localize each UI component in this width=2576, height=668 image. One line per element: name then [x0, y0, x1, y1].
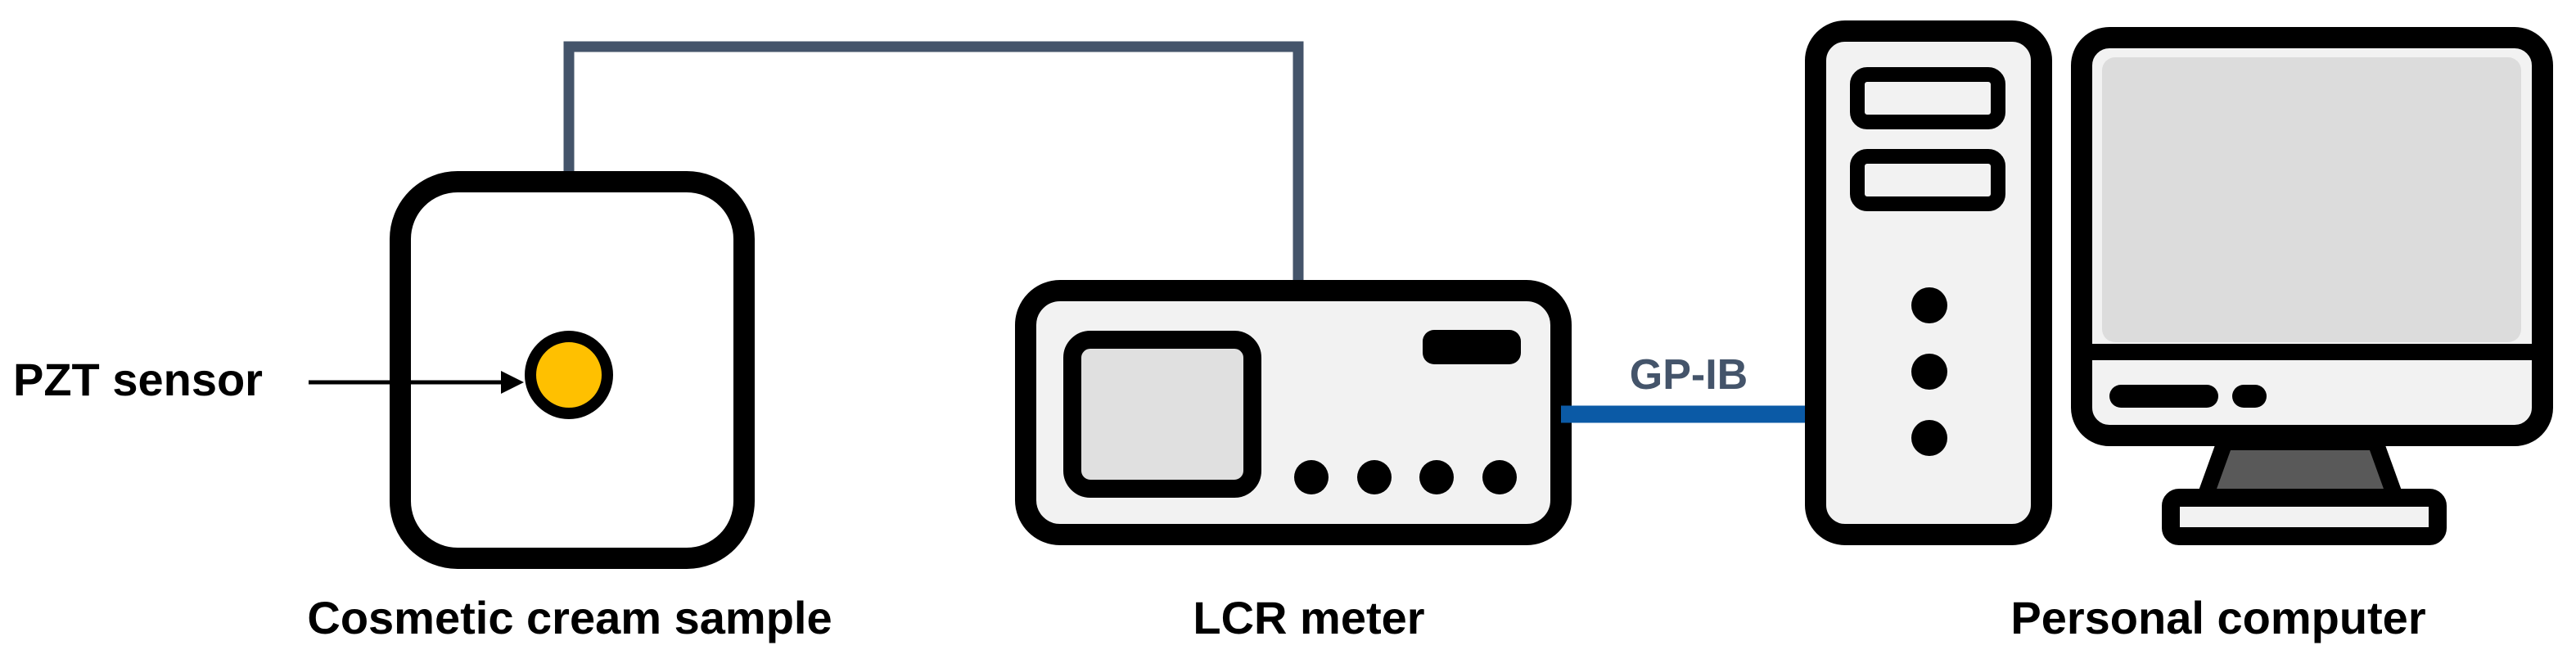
monitor-indicator: [2232, 385, 2267, 408]
lcr-meter-display-slot: [1423, 330, 1521, 364]
pzt-sensor-label: PZT sensor: [13, 354, 263, 405]
computer-tower-icon: [1805, 20, 2052, 545]
lcr-meter-knob: [1294, 460, 1329, 494]
monitor-indicator: [2109, 385, 2218, 408]
sensor-arrow: [309, 371, 524, 394]
monitor-screen: [2102, 57, 2521, 342]
pzt-sensor-icon: [525, 331, 613, 419]
monitor-base: [2162, 489, 2447, 545]
lcr-meter-knob: [1419, 460, 1454, 494]
tower-button: [1911, 354, 1947, 390]
gpib-label: GP-IB: [1630, 351, 1748, 399]
lcr-meter-knob: [1482, 460, 1517, 494]
monitor-icon: [2071, 27, 2553, 545]
lcr-meter-screen: [1063, 331, 1261, 498]
lcr-meter-knob: [1357, 460, 1392, 494]
cosmetic-sample-label: Cosmetic cream sample: [307, 592, 832, 643]
tower-button: [1911, 287, 1947, 323]
lcr-meter-icon: [1015, 280, 1572, 545]
lcr-meter-label: LCR meter: [1193, 592, 1424, 643]
tower-button: [1911, 420, 1947, 456]
drive-bay: [1850, 67, 2005, 129]
drive-bay: [1850, 149, 2005, 211]
personal-computer-label: Personal computer: [2010, 592, 2425, 643]
